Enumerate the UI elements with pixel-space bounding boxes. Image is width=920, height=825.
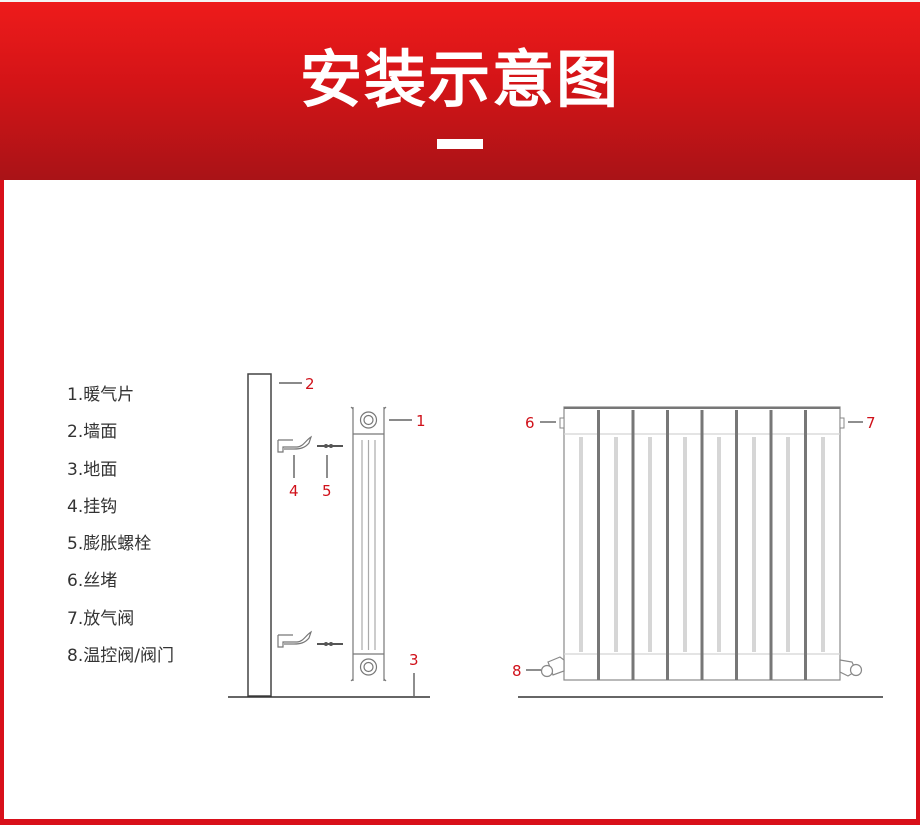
callout-5: 5 <box>322 482 332 500</box>
callout-4: 4 <box>289 482 299 500</box>
callout-2: 2 <box>305 375 315 393</box>
legend-item-radiator: 1.暖气片 <box>67 385 135 405</box>
header-banner: 安装示意图 <box>0 2 920 180</box>
plug-shape <box>559 417 565 429</box>
top-border-line <box>0 0 920 2</box>
radiator-side-shape <box>350 406 387 682</box>
legend-item-air-valve: 7.放气阀 <box>67 608 135 629</box>
callout-3: 3 <box>409 651 419 669</box>
callout-6: 6 <box>525 414 535 432</box>
title-underline <box>437 139 483 149</box>
callout-8: 8 <box>512 662 522 680</box>
wall-shape <box>247 373 272 697</box>
air-valve-shape <box>839 417 845 429</box>
legend-item-hook: 4.挂钩 <box>67 496 118 517</box>
callout-1: 1 <box>416 412 426 430</box>
hook-shape <box>277 435 313 648</box>
legend-item-floor: 3.地面 <box>67 459 118 480</box>
callout-7: 7 <box>866 414 876 432</box>
thermostatic-valve-shape <box>540 656 863 678</box>
page-title: 安装示意图 <box>299 43 620 116</box>
parts-legend: 1.暖气片 2.墙面 3.地面 4.挂钩 5.膨胀螺栓 6.丝堵 7.放气阀 8… <box>67 380 174 678</box>
legend-item-expansion-bolt: 5.膨胀螺栓 <box>67 534 152 555</box>
legend-item-thermostatic-valve: 8.温控阀/阀门 <box>67 646 174 667</box>
legend-item-plug: 6.丝堵 <box>67 571 118 592</box>
legend-item-wall: 2.墙面 <box>67 422 118 443</box>
